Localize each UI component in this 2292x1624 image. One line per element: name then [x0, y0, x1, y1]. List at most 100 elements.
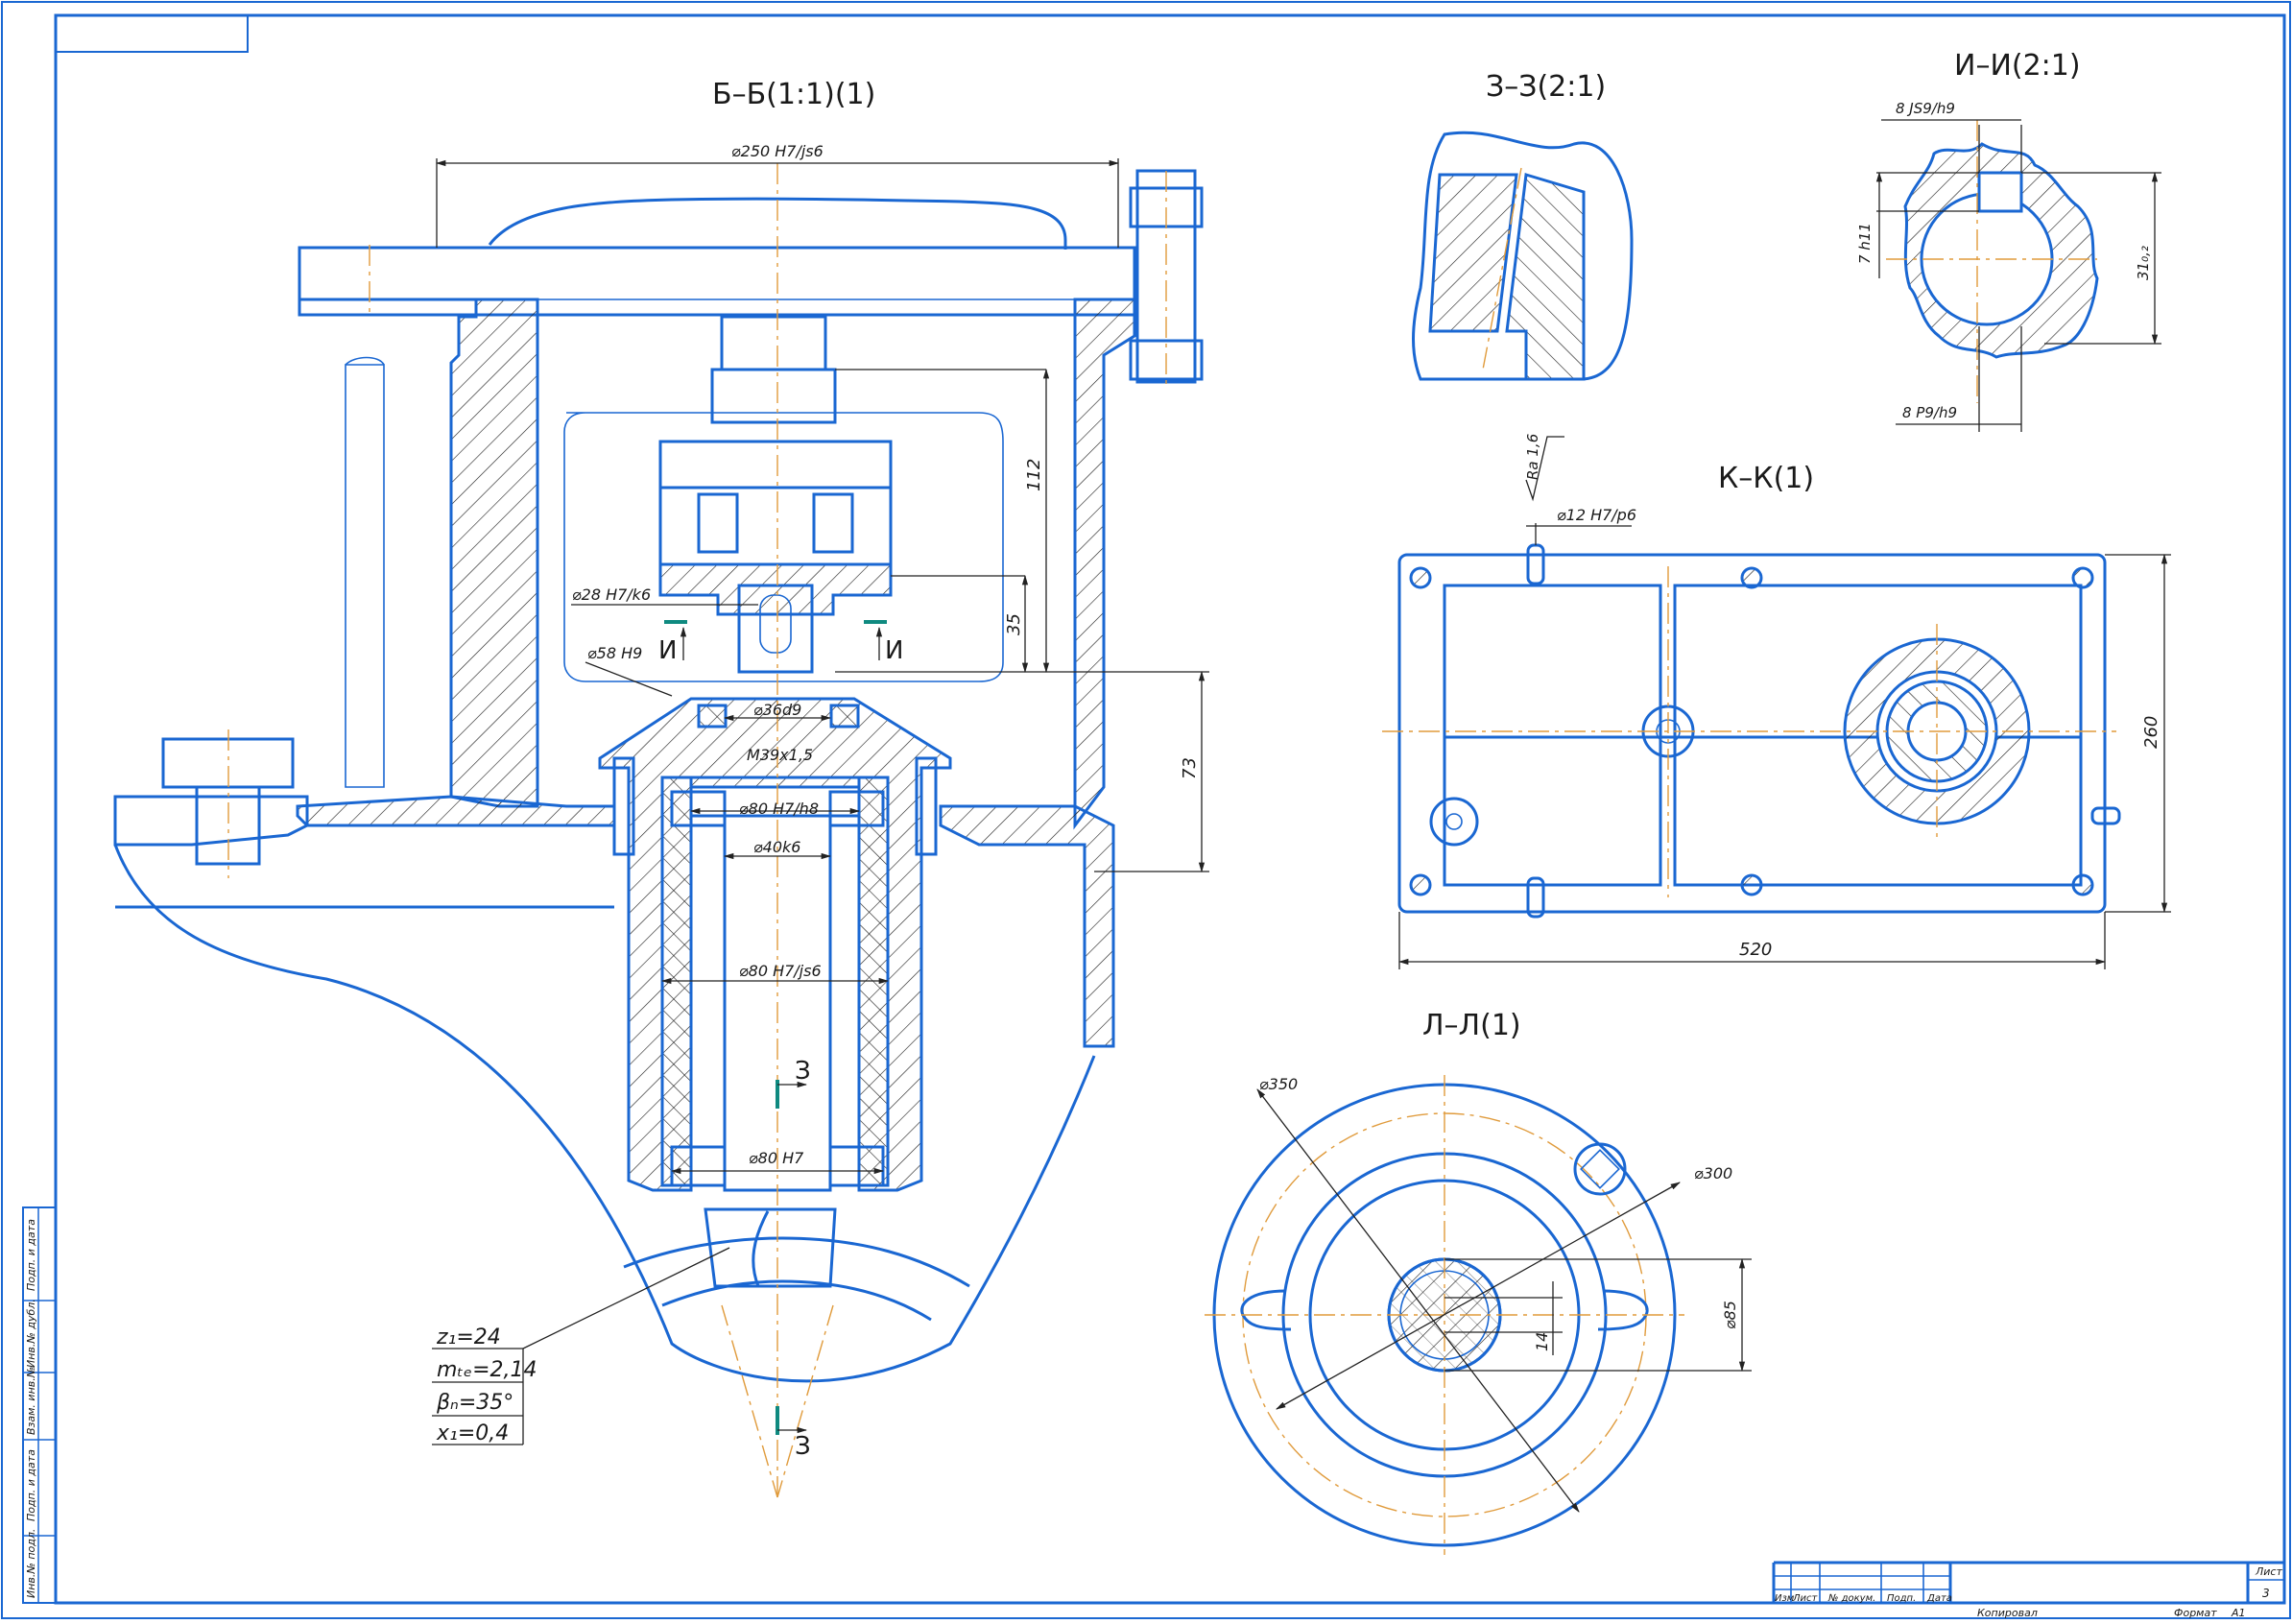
side-stamp: Инв.№ подл. Подп. и дата Взам. инв.№ Инв… [22, 1206, 57, 1604]
housing-floor-left [296, 795, 616, 827]
ll-title: Л–Л(1) [1422, 1009, 1521, 1042]
param-mte: mₜₑ=2,14 [437, 1358, 537, 1382]
cover-plate-outline [488, 197, 1067, 250]
dim-d28: ⌀28 H7/k6 [572, 585, 651, 604]
section-mark-i-left: И [658, 636, 677, 665]
section-zz: З–З(2:1) [1412, 70, 1634, 381]
dim-d36: ⌀36d9 [753, 701, 801, 719]
dim-d80h7: ⌀80 H7 [749, 1149, 804, 1167]
side-stamp-cell-1: Инв.№ подл. [25, 1529, 37, 1598]
ii-dim-h11: 7 h11 [1856, 223, 1874, 264]
ii-dim-31: 31₀,₂ [2135, 246, 2152, 280]
dim-d40: ⌀40k6 [753, 838, 800, 856]
gear-parameters: z₁=24 mₜₑ=2,14 βₙ=35° x₁=0,4 [432, 1247, 730, 1445]
bearing-housing [598, 697, 952, 1192]
zz-break-outline [1412, 131, 1634, 381]
kk-dowel-bottom [1526, 876, 1545, 919]
section-mark-z-top: З [795, 1057, 811, 1086]
ii-key [1977, 171, 2023, 213]
bolt-right [915, 756, 938, 856]
kk-dim-ra: Ra 1,6 [1524, 434, 1541, 480]
tb-copied: Копировал [1977, 1607, 2038, 1619]
cover-flange [298, 246, 1136, 317]
dim-d250: ⌀250 H7/js6 [731, 142, 824, 160]
base-casting-outline [113, 844, 1096, 1383]
ii-title: И–И(2:1) [1954, 49, 2081, 83]
dim-m39: M39x1,5 [747, 746, 813, 764]
cover-stud [1135, 169, 1197, 384]
ll-dim-300: ⌀300 [1694, 1164, 1732, 1182]
kk-title: К–К(1) [1718, 462, 1814, 495]
section-mark-i-right: И [885, 636, 903, 665]
coupling-hub-top [658, 440, 893, 490]
bolt-left [612, 756, 635, 856]
ii-dim-p9: 8 P9/h9 [1902, 404, 1957, 421]
side-stamp-cell-4: Инв.№ дубл. [25, 1299, 37, 1368]
side-stamp-cell-2: Подп. и дата [25, 1449, 37, 1521]
kk-dim-d12: ⌀12 H7/p6 [1557, 506, 1636, 524]
side-stamp-cell-5: Подп. и дата [25, 1219, 37, 1291]
tb-header-doc: № докум. [1827, 1593, 1875, 1604]
kk-plate-outer [1397, 553, 2107, 914]
param-x1: x₁=0,4 [436, 1421, 509, 1445]
housing-corner-right [939, 804, 1115, 1048]
section-ll: Л–Л(1) ⌀350 ⌀300 ⌀85 14 [1205, 1009, 1752, 1555]
ll-dim-350: ⌀350 [1259, 1075, 1298, 1093]
zz-part-left [1428, 173, 1518, 333]
top-left-stamp [55, 14, 249, 53]
base-flange-left [113, 795, 309, 847]
kk-screw-tr [2071, 566, 2094, 589]
bearing-upper-left [670, 790, 727, 827]
tb-sheet-number: 3 [2262, 1587, 2270, 1600]
tb-header-izm: Изм [1775, 1593, 1795, 1604]
kk-screw-bc [1740, 873, 1763, 896]
tb-format-label: Формат [2174, 1607, 2217, 1619]
dim-d80js6: ⌀80 H7/js6 [739, 962, 822, 980]
zz-part-right [1505, 173, 1586, 381]
seal-right [829, 704, 860, 728]
dim-d58: ⌀58 H9 [587, 644, 642, 662]
tb-header-list: Лист [1792, 1593, 1819, 1604]
dim-d80h8: ⌀80 H7/h8 [739, 800, 819, 818]
kk-dim-260: 260 [2141, 716, 2161, 749]
drawing-frame [54, 13, 2286, 1605]
kk-roughness-sign [1525, 436, 1564, 502]
ll-dim-14: 14 [1533, 1332, 1551, 1351]
coupling-cavity [563, 412, 1004, 682]
ll-bolt-head [1573, 1142, 1627, 1196]
param-beta: βₙ=35° [436, 1391, 513, 1415]
section-kk: К–К(1) ⌀12 H7/p6 Ra 1,6 [1382, 434, 2171, 969]
kk-dowel-top [1526, 543, 1545, 585]
kk-pocket-left [1443, 584, 1662, 887]
bevel-pinion [704, 1207, 837, 1288]
coupling-jaws [658, 486, 893, 566]
shaft-keyway [737, 584, 814, 674]
bb-title: Б–Б(1:1)(1) [712, 78, 875, 111]
param-z1: z₁=24 [436, 1325, 501, 1349]
kk-pin-hole [1429, 797, 1479, 847]
tb-format-value: А1 [2231, 1607, 2246, 1619]
ll-dim-85: ⌀85 [1721, 1301, 1739, 1329]
side-stamp-cell-3: Взам. инв.№ [25, 1367, 37, 1435]
tb-header-date: Дата [1926, 1593, 1952, 1604]
bearing-upper-right [828, 790, 885, 827]
shaft-upper [720, 315, 827, 371]
housing-wall-right [1073, 298, 1136, 830]
tb-header-sign: Подп. [1887, 1593, 1916, 1604]
housing-wall-left [299, 298, 539, 808]
section-ii: И–И(2:1) 8 JS9/h9 7 h11 31₀,₂ 8 P9/h9 [1856, 49, 2161, 432]
tb-sheet-label: Лист [2255, 1565, 2282, 1578]
kk-dowel-right [2090, 806, 2121, 825]
kk-screw-bl [1409, 873, 1432, 896]
zz-title: З–З(2:1) [1486, 70, 1606, 104]
section-mark-z-bottom: З [795, 1432, 811, 1461]
ii-dim-js9: 8 JS9/h9 [1896, 100, 1955, 117]
title-block: Изм Лист № докум. Подп. Дата Лист 3 Копи… [1772, 1561, 2284, 1619]
section-bb: Б–Б(1:1)(1) [113, 78, 1209, 1498]
kk-screw-br [2071, 873, 2094, 896]
wheel-rim-inner [661, 1279, 932, 1322]
dim-73: 73 [1180, 757, 1200, 779]
